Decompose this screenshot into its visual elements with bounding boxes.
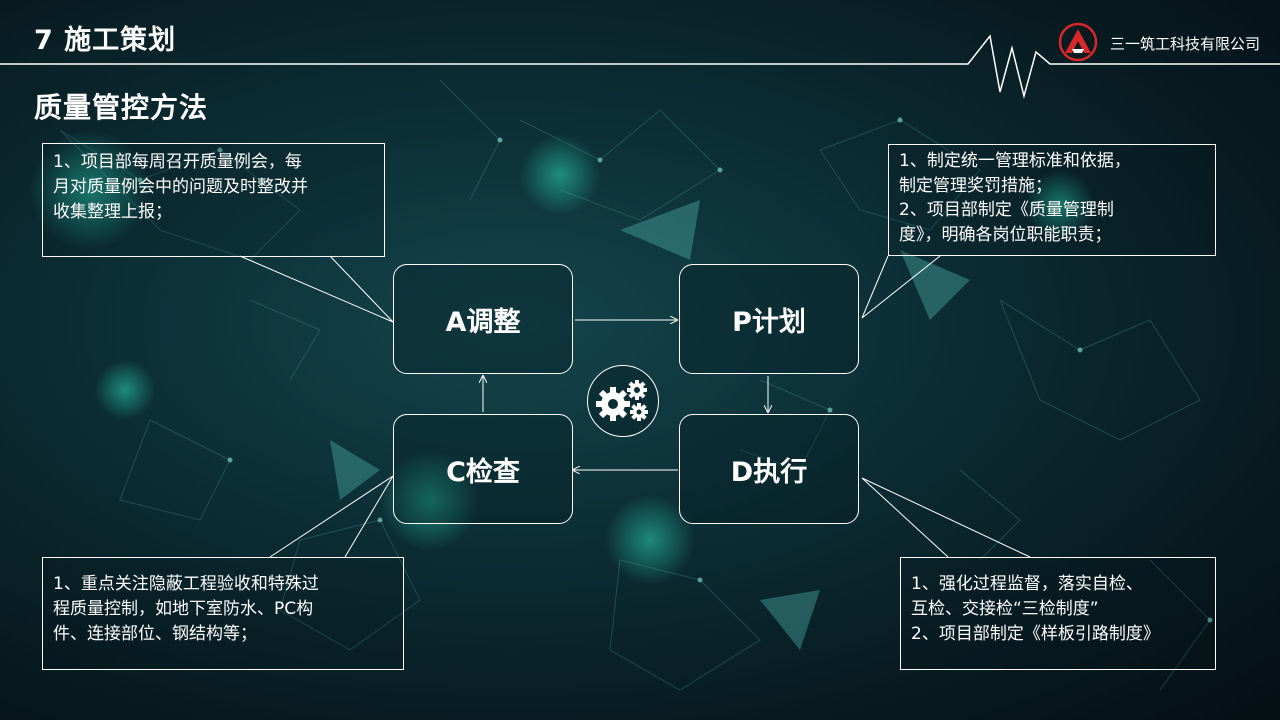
box-plan-label: P计划: [732, 306, 806, 338]
slide-title: 7 施工策划: [34, 25, 177, 56]
note-adjust-line-3: 收集整理上报；: [53, 202, 172, 222]
company-name: 三一筑工科技有限公司: [1110, 35, 1261, 53]
note-do-line-3: 2、项目部制定《样板引路制度》: [911, 624, 1160, 644]
note-plan-line-1: 1、制定统一管理标准和依据，: [899, 151, 1131, 171]
note-do-line-2: 互检、交接检“三检制度”: [911, 599, 1099, 619]
note-do-line-1: 1、强化过程监督，落实自检、: [911, 574, 1143, 594]
note-adjust-line-2: 月对质量例会中的问题及时整改并: [53, 177, 308, 197]
box-adjust: A调整: [393, 264, 573, 374]
note-check-line-3: 件、连接部位、钢结构等；: [53, 624, 257, 644]
note-do: 1、强化过程监督，落实自检、 互检、交接检“三检制度” 2、项目部制定《样板引路…: [900, 557, 1216, 670]
note-check-line-1: 1、重点关注隐蔽工程验收和特殊过: [53, 574, 319, 594]
sany-logo-icon: [1058, 22, 1098, 62]
header-pulse-line: [0, 34, 1280, 99]
box-check-label: C检查: [446, 456, 520, 488]
box-do: D执行: [679, 414, 859, 524]
note-plan: 1、制定统一管理标准和依据， 制定管理奖罚措施； 2、项目部制定《质量管理制 度…: [888, 144, 1216, 256]
note-adjust: 1、项目部每周召开质量例会，每 月对质量例会中的问题及时整改并 收集整理上报；: [42, 143, 385, 257]
note-plan-line-3: 2、项目部制定《质量管理制: [899, 200, 1114, 220]
note-plan-line-4: 度》，明确各岗位职能职责；: [899, 224, 1112, 245]
section-title: 质量管控方法: [34, 91, 209, 124]
box-do-label: D执行: [730, 456, 808, 488]
note-check: 1、重点关注隐蔽工程验收和特殊过 程质量控制，如地下室防水、PC构 件、连接部位…: [42, 557, 404, 670]
gears-icon: [596, 380, 648, 421]
note-plan-line-2: 制定管理奖罚措施；: [899, 175, 1052, 196]
note-check-line-2: 程质量控制，如地下室防水、PC构: [53, 599, 314, 619]
gear-circle: [587, 365, 659, 437]
box-adjust-label: A调整: [445, 306, 521, 338]
note-adjust-line-1: 1、项目部每周召开质量例会，每: [53, 152, 302, 172]
box-check: C检查: [393, 414, 573, 524]
box-plan: P计划: [679, 264, 859, 374]
